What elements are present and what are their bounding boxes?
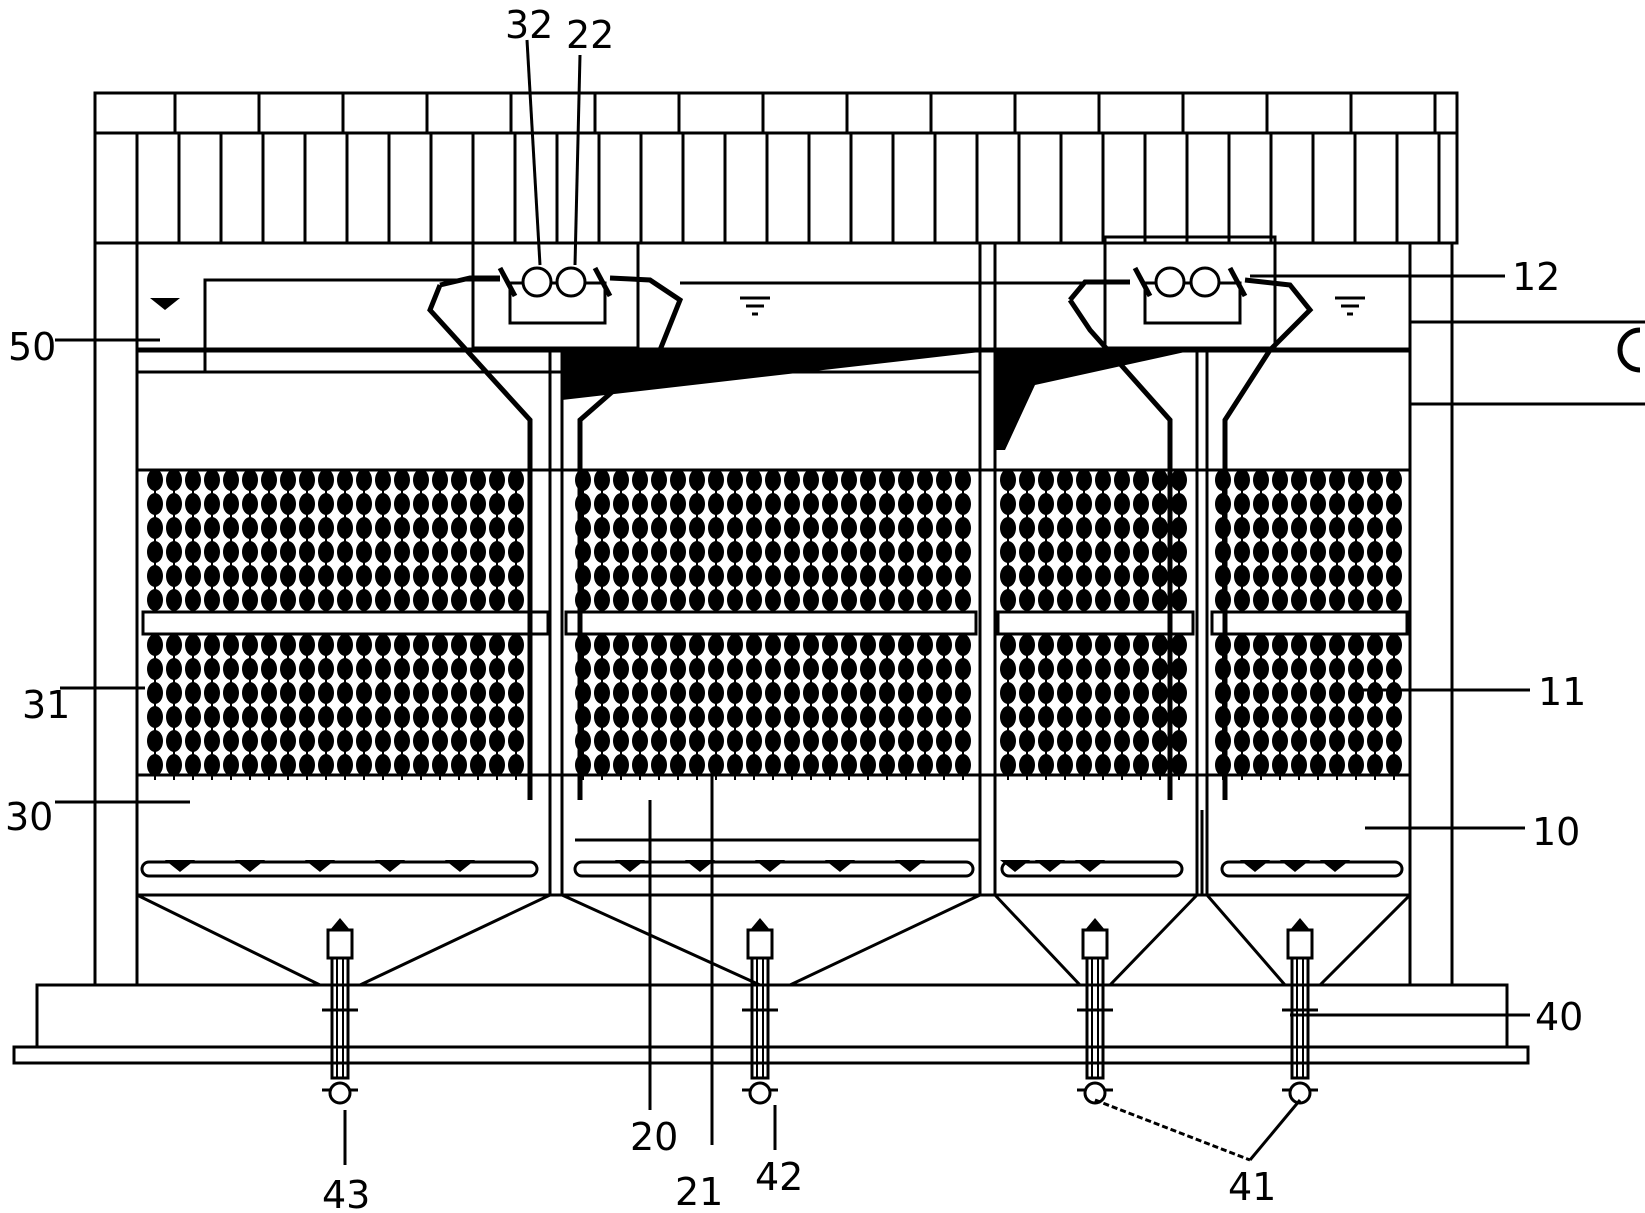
- label-32: 32: [505, 3, 553, 47]
- reference-labels: 32 22 12 50 31 11 30 10 20 21 40 43 42 4…: [5, 3, 1586, 1213]
- label-11: 11: [1538, 670, 1586, 714]
- label-10: 10: [1532, 810, 1580, 854]
- aeration-pipes: [140, 838, 1404, 878]
- blower-assembly-left: [203, 241, 684, 895]
- label-50: 50: [8, 325, 56, 369]
- outlet-pipe: [1410, 320, 1645, 406]
- support-grids: [137, 468, 1410, 777]
- label-41: 41: [1228, 1165, 1276, 1209]
- label-43: 43: [322, 1173, 370, 1213]
- base-slab: [12, 983, 1530, 1065]
- label-22: 22: [566, 13, 614, 57]
- roof-frame: [93, 91, 1459, 245]
- label-30: 30: [5, 795, 53, 839]
- filler-media: [147, 469, 1402, 780]
- label-40: 40: [1535, 995, 1583, 1039]
- tank-walls: [135, 241, 1412, 987]
- leader-lines: [55, 39, 1530, 1165]
- sludge-valves: [322, 918, 1318, 1105]
- label-21: 21: [675, 1170, 723, 1213]
- label-12: 12: [1512, 255, 1560, 299]
- water-level-symbols: [150, 296, 1365, 316]
- label-20: 20: [630, 1115, 678, 1159]
- label-31: 31: [22, 683, 70, 727]
- label-42: 42: [755, 1155, 803, 1199]
- blower-assembly-right: [1067, 235, 1314, 895]
